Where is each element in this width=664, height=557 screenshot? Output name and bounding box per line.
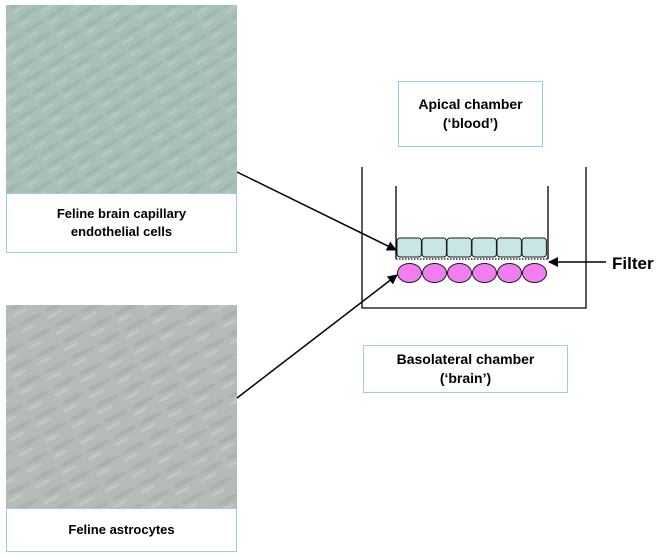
astrocyte-arrow (236, 274, 398, 399)
endothelial-arrow (236, 171, 397, 251)
filter-label: Filter (612, 254, 654, 273)
astrocyte-cell (497, 263, 522, 283)
endothelial-cell (421, 237, 447, 258)
astrocyte-cell (422, 263, 447, 283)
astrocyte-cell-layer (397, 263, 547, 283)
apical-chamber-label: Apical chamber (‘blood’) (398, 81, 543, 147)
basolateral-chamber-label: Basolateral chamber (‘brain’) (363, 345, 568, 393)
astrocyte-cell (447, 263, 472, 283)
endothelial-cell (496, 237, 522, 258)
endothelial-cell (396, 237, 422, 258)
astrocyte-cell (522, 263, 547, 283)
endothelial-cells-caption: Feline brain capillary endothelial cells (6, 193, 237, 253)
astrocytes-photo (6, 305, 237, 508)
endothelial-cells-photo (6, 5, 237, 193)
astrocytes-caption: Feline astrocytes (6, 508, 237, 552)
endothelial-cell (521, 237, 547, 258)
endothelial-cell (471, 237, 497, 258)
astrocyte-cell (397, 263, 422, 283)
endothelial-cell (446, 237, 472, 258)
endothelial-cell-layer (396, 237, 547, 258)
astrocyte-cell (472, 263, 497, 283)
